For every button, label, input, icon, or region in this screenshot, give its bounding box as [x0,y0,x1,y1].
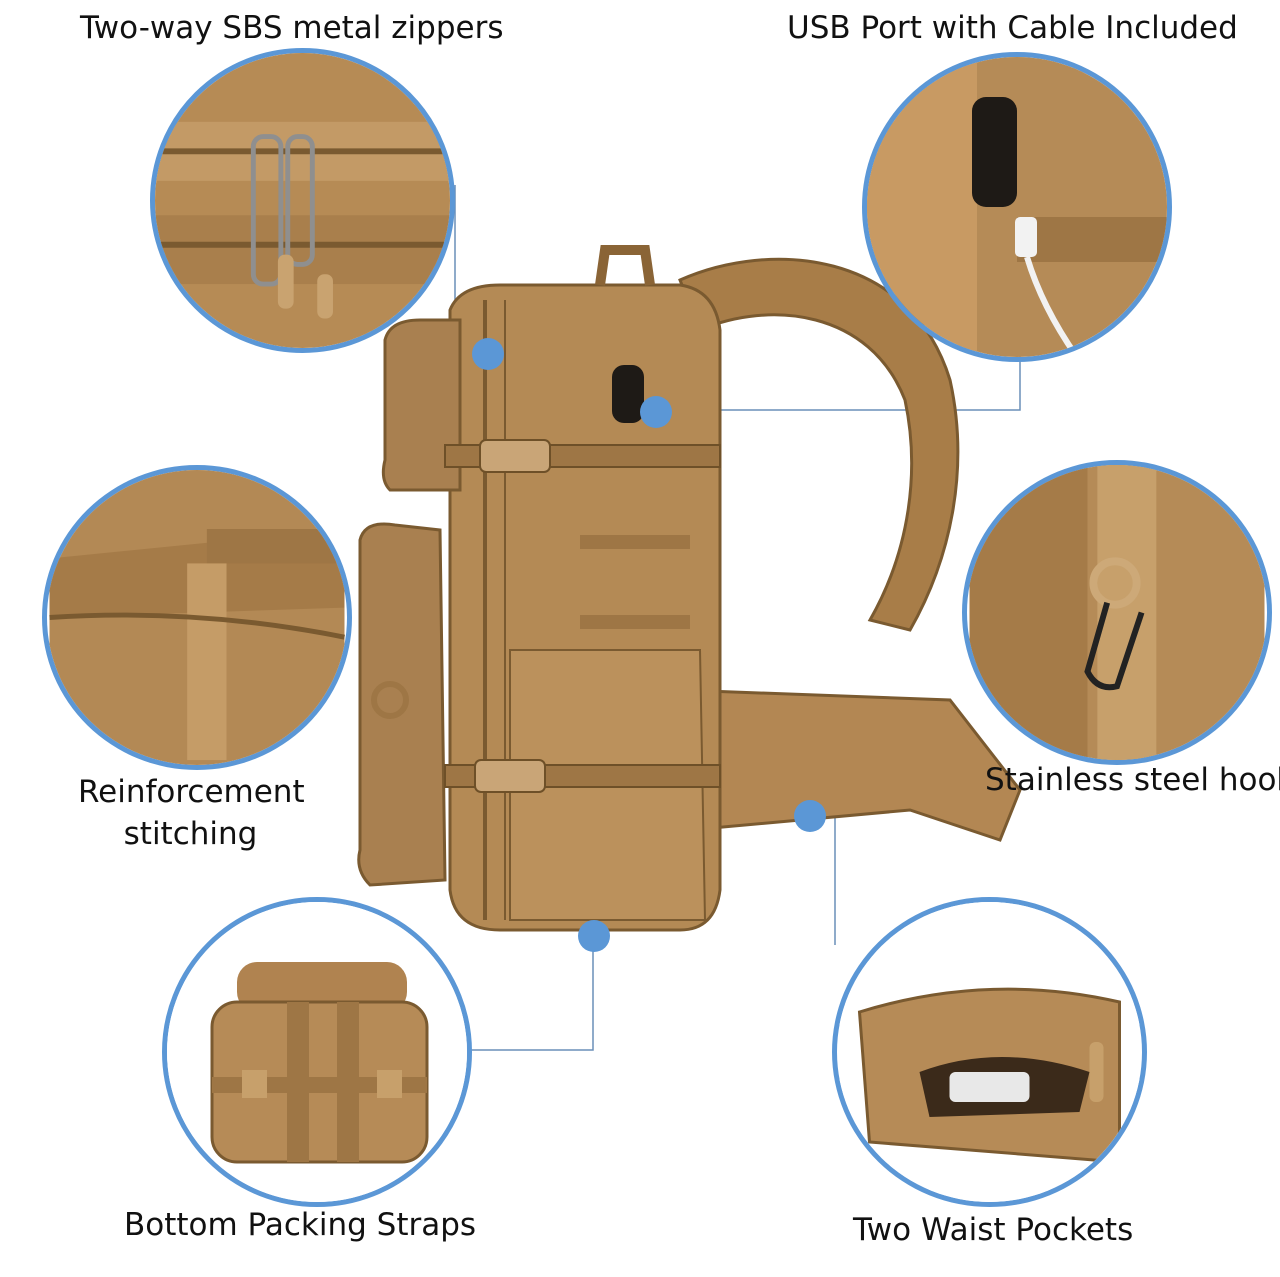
hook-detail-circle [962,460,1272,765]
label-reinforcement-line1: Reinforcement [78,774,305,810]
label-reinforcement-line2: stitching [123,815,258,852]
label-bottom-straps: Bottom Packing Straps [124,1207,477,1243]
label-hook: Stainless steel hook [985,762,1280,798]
waist-pockets-detail-circle [832,897,1147,1207]
callout-dot-usb [640,396,672,428]
backpack-image [357,245,1022,932]
bottom-straps-detail-circle [162,897,472,1207]
label-zippers: Two-way SBS metal zippers [80,10,504,46]
zipper-detail-circle [150,48,455,353]
zipper-detail-image [155,53,450,348]
reinforcement-detail-circle [42,465,352,770]
callout-dot-waist [794,800,826,832]
usb-detail-circle [862,52,1172,362]
usb-detail-image [867,57,1167,357]
label-usb: USB Port with Cable Included [787,10,1238,46]
hook-detail-image [969,465,1265,760]
bottom-straps-detail-image [167,902,467,1202]
label-reinforcement: Reinforcement stitching [78,772,305,856]
callout-dot-bottom [578,920,610,952]
reinforcement-detail-image [49,470,345,765]
callout-dot-zippers [472,338,504,370]
label-waist-pockets: Two Waist Pockets [853,1212,1134,1248]
waist-pockets-detail-image [839,902,1140,1202]
